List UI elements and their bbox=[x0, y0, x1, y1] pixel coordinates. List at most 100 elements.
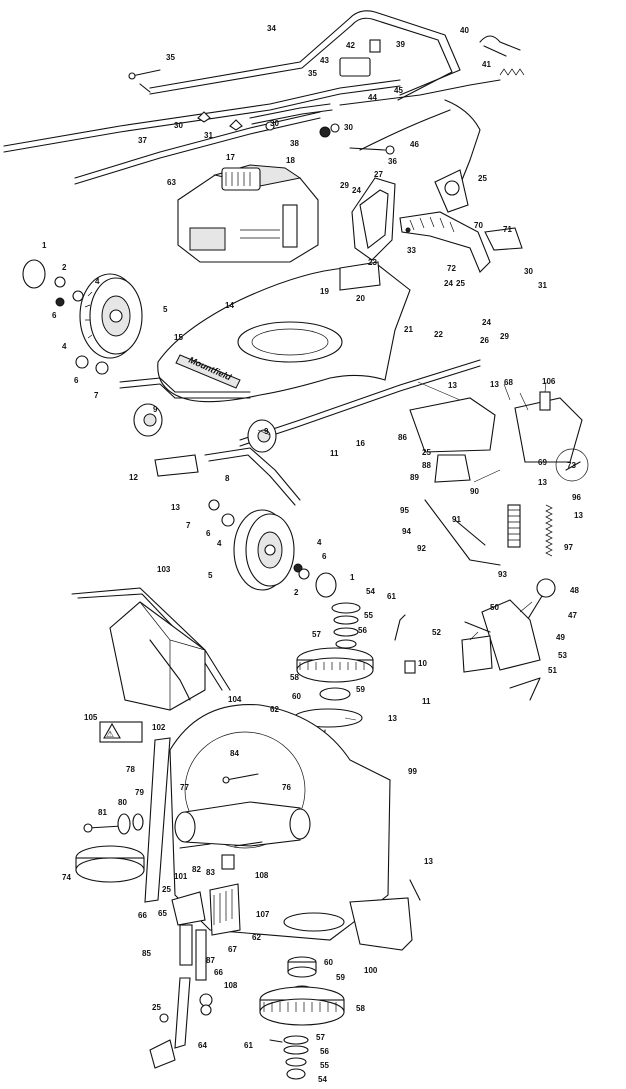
part-label: 1 bbox=[350, 573, 355, 582]
part-label: 17 bbox=[226, 153, 235, 162]
part-label: 7 bbox=[94, 391, 99, 400]
part-label: 78 bbox=[126, 765, 135, 774]
part-label: 60 bbox=[324, 958, 333, 967]
part-label: 16 bbox=[356, 439, 365, 448]
part-label: 45 bbox=[394, 86, 403, 95]
part-label: 31 bbox=[538, 281, 547, 290]
part-label: 97 bbox=[564, 543, 573, 552]
part-label: 56 bbox=[358, 626, 367, 635]
part-label: 63 bbox=[167, 178, 176, 187]
part-label: 5 bbox=[163, 305, 168, 314]
part-label: 71 bbox=[503, 225, 512, 234]
part-label: 88 bbox=[422, 461, 431, 470]
part-label: 25 bbox=[422, 448, 431, 457]
part-label: 12 bbox=[129, 473, 138, 482]
part-label: 4 bbox=[317, 538, 322, 547]
part-label: 44 bbox=[368, 93, 377, 102]
drive-shaft-assembly bbox=[149, 854, 241, 1069]
part-label: 54 bbox=[318, 1075, 327, 1084]
part-label: 99 bbox=[408, 767, 417, 776]
part-label: 24 bbox=[444, 279, 453, 288]
part-label: 23 bbox=[368, 258, 377, 267]
part-label: 55 bbox=[320, 1061, 329, 1070]
part-label: 105 bbox=[84, 713, 98, 722]
part-label: 39 bbox=[396, 40, 405, 49]
part-label: 67 bbox=[228, 945, 237, 954]
part-label: 46 bbox=[410, 140, 419, 149]
part-label: 106 bbox=[542, 377, 556, 386]
part-label: 61 bbox=[244, 1041, 253, 1050]
part-label: 29 bbox=[340, 181, 349, 190]
part-label: 7 bbox=[186, 521, 191, 530]
part-label: 27 bbox=[374, 170, 383, 179]
part-label: 5 bbox=[208, 571, 213, 580]
part-label: 108 bbox=[255, 871, 269, 880]
part-label: 58 bbox=[356, 1004, 365, 1013]
part-label: 41 bbox=[482, 60, 491, 69]
part-label: 4 bbox=[62, 342, 67, 351]
part-label: 22 bbox=[434, 330, 443, 339]
part-label: 55 bbox=[364, 611, 373, 620]
part-label: 30 bbox=[524, 267, 533, 276]
gearbox-cluster bbox=[409, 391, 589, 566]
part-label: 21 bbox=[404, 325, 413, 334]
part-label: 76 bbox=[282, 783, 291, 792]
part-label: 24 bbox=[352, 186, 361, 195]
part-label: 104 bbox=[228, 695, 242, 704]
part-label: 34 bbox=[267, 24, 276, 33]
part-label: 43 bbox=[320, 56, 329, 65]
part-label: 82 bbox=[192, 865, 201, 874]
lower-deck-body bbox=[75, 703, 391, 941]
handle-assembly bbox=[3, 10, 525, 186]
part-label: 10 bbox=[418, 659, 427, 668]
part-label: 85 bbox=[142, 949, 151, 958]
part-label: 25 bbox=[456, 279, 465, 288]
part-label: 95 bbox=[400, 506, 409, 515]
part-label: 30 bbox=[270, 119, 279, 128]
part-label: 102 bbox=[152, 723, 166, 732]
part-label: 84 bbox=[230, 749, 239, 758]
part-label: 38 bbox=[290, 139, 299, 148]
mower-deck bbox=[119, 261, 481, 506]
part-label: 13 bbox=[490, 380, 499, 389]
part-label: 1 bbox=[42, 241, 47, 250]
part-number-labels: 1 2 4 4 5 6 6 7 9 9 8 11 12 13 7 6 4 5 4… bbox=[42, 24, 583, 1084]
leader-lines bbox=[257, 381, 547, 721]
part-label: 8 bbox=[225, 474, 230, 483]
part-label: 59 bbox=[356, 685, 365, 694]
grass-bag bbox=[71, 587, 231, 743]
part-label: 6 bbox=[206, 529, 211, 538]
part-label: 86 bbox=[398, 433, 407, 442]
part-label: 90 bbox=[470, 487, 479, 496]
part-label: 13 bbox=[388, 714, 397, 723]
part-label: 25 bbox=[152, 1003, 161, 1012]
part-label: 13 bbox=[574, 511, 583, 520]
part-label: 107 bbox=[256, 910, 270, 919]
part-label: 2 bbox=[294, 588, 299, 597]
part-label: 25 bbox=[162, 885, 171, 894]
part-label: 94 bbox=[402, 527, 411, 536]
part-label: 50 bbox=[490, 603, 499, 612]
part-label: 15 bbox=[174, 333, 183, 342]
part-label: 69 bbox=[538, 458, 547, 467]
part-label: 68 bbox=[504, 378, 513, 387]
part-label: 93 bbox=[498, 570, 507, 579]
part-label: 100 bbox=[364, 966, 378, 975]
part-label: 60 bbox=[292, 692, 301, 701]
part-label: 33 bbox=[407, 246, 416, 255]
engine bbox=[177, 164, 319, 263]
part-label: 62 bbox=[252, 933, 261, 942]
wheels bbox=[22, 259, 337, 598]
part-label: 11 bbox=[422, 697, 431, 706]
part-label: 30 bbox=[344, 123, 353, 132]
part-label: 64 bbox=[198, 1041, 207, 1050]
part-label: 47 bbox=[568, 611, 577, 620]
part-label: 52 bbox=[432, 628, 441, 637]
part-label: 13 bbox=[171, 503, 180, 512]
part-label: 40 bbox=[460, 26, 469, 35]
part-label: 6 bbox=[52, 311, 57, 320]
part-label: 79 bbox=[135, 788, 144, 797]
part-label: 49 bbox=[556, 633, 565, 642]
part-label: 61 bbox=[387, 592, 396, 601]
part-label: 4 bbox=[95, 277, 100, 286]
